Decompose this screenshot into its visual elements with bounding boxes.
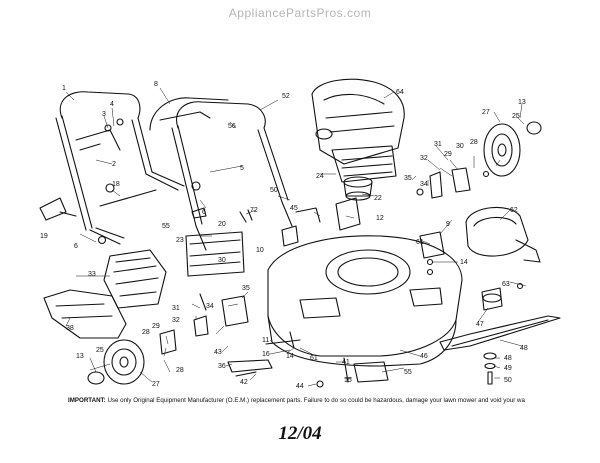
- callout: 22: [374, 195, 382, 202]
- callout: 28: [142, 329, 150, 336]
- wheel-bracket-right: [419, 167, 471, 259]
- callout: 55: [404, 369, 412, 376]
- rear-shield: [103, 249, 167, 309]
- callout: 11: [262, 337, 269, 344]
- callout: 23: [176, 237, 184, 244]
- callout: 72: [250, 207, 258, 214]
- callout: 5: [240, 165, 244, 172]
- callout: 30: [456, 143, 464, 150]
- callout: 18: [112, 181, 120, 188]
- callout: 14: [460, 259, 468, 266]
- callout: 43: [214, 349, 222, 356]
- lower-handle: [89, 171, 185, 245]
- cable-hook: [149, 97, 229, 131]
- callout: 44: [296, 383, 304, 390]
- callout: 38: [66, 325, 74, 332]
- callout: 24: [316, 173, 324, 180]
- blade-bolt-washers: [483, 352, 497, 385]
- callout: 64: [396, 89, 404, 96]
- mower-deck: [267, 235, 463, 367]
- callout: 6: [202, 209, 206, 216]
- callout: 36: [218, 363, 226, 370]
- rear-wheel: [483, 121, 542, 177]
- callout: 16: [262, 351, 270, 358]
- callout: 9: [446, 221, 450, 228]
- engine: [311, 78, 405, 183]
- engine-bracket: [281, 197, 361, 247]
- callout: 25: [512, 113, 520, 120]
- callout: 34: [420, 181, 428, 188]
- callout: 3: [102, 111, 106, 118]
- handle-knobs: [39, 118, 207, 245]
- callout: 47: [476, 321, 484, 328]
- callout: 45: [290, 205, 298, 212]
- callout: 31: [434, 141, 442, 148]
- callout: 6: [74, 243, 78, 250]
- callout: 2: [112, 161, 116, 168]
- callout: 27: [482, 109, 490, 116]
- callout: 42: [240, 379, 248, 386]
- callout: 61: [310, 355, 318, 362]
- callout: 30: [218, 257, 226, 264]
- second-handle: [171, 101, 293, 251]
- callout: 52: [282, 93, 290, 100]
- callout: 13: [518, 99, 526, 106]
- callout: 61: [416, 239, 424, 246]
- rear-flap: [185, 231, 245, 277]
- discharge-door: [465, 206, 541, 263]
- important-label: IMPORTANT:: [68, 397, 106, 404]
- callout: 50: [270, 187, 278, 194]
- callout: 20: [218, 221, 226, 228]
- callout: 28: [470, 139, 478, 146]
- callout: 19: [40, 233, 48, 240]
- callout: 8: [154, 81, 158, 88]
- callout: 34: [206, 303, 214, 310]
- callout: 27: [152, 381, 160, 388]
- callout-labels: 1 18 2 3 4 5 6 6 8 19 20 23 55 52 56 50 …: [40, 81, 528, 390]
- watermark-text: AppliancePartsPros.com: [228, 6, 372, 20]
- callout: 35: [404, 175, 412, 182]
- callout: 62: [510, 207, 518, 214]
- callout: 46: [420, 353, 428, 360]
- front-wheel: [87, 339, 145, 385]
- important-note: IMPORTANT: Use only Original Equipment M…: [68, 397, 598, 404]
- blade-hardware: [481, 287, 503, 311]
- callout: 41: [342, 359, 350, 366]
- wheel-bracket-left: [159, 295, 249, 355]
- callout: 33: [88, 271, 96, 278]
- callout: 63: [502, 281, 510, 288]
- revision-date: 12/04: [278, 423, 322, 444]
- callout: 50: [504, 377, 512, 384]
- blade-adapter: [343, 176, 373, 201]
- callout: 32: [420, 155, 428, 162]
- control-bar: [75, 129, 121, 151]
- callout: 13: [76, 353, 84, 360]
- callout: 14: [286, 353, 294, 360]
- callout: 49: [504, 365, 512, 372]
- callout: 12: [376, 215, 384, 222]
- callout: 29: [152, 323, 160, 330]
- callout: 29: [444, 151, 452, 158]
- callout: 31: [172, 305, 180, 312]
- callout: 15: [344, 377, 352, 384]
- callout: 4: [110, 101, 114, 108]
- height-adjust-lever: [227, 339, 301, 377]
- callout: 55: [162, 223, 170, 230]
- callout: 25: [96, 347, 104, 354]
- callout: 48: [504, 355, 512, 362]
- callout: 35: [242, 285, 250, 292]
- callout: 56: [228, 123, 236, 130]
- important-text: Use only Original Equipment Manufacturer…: [107, 397, 525, 404]
- upper-handle: [55, 91, 153, 231]
- cutting-blade: [439, 315, 561, 351]
- callout: 1: [62, 85, 66, 92]
- callout: 10: [256, 247, 264, 254]
- callout: 48: [520, 345, 528, 352]
- callout: 28: [176, 367, 184, 374]
- small-parts: [199, 170, 524, 388]
- callout: 32: [172, 317, 180, 324]
- grass-bag: [43, 289, 127, 339]
